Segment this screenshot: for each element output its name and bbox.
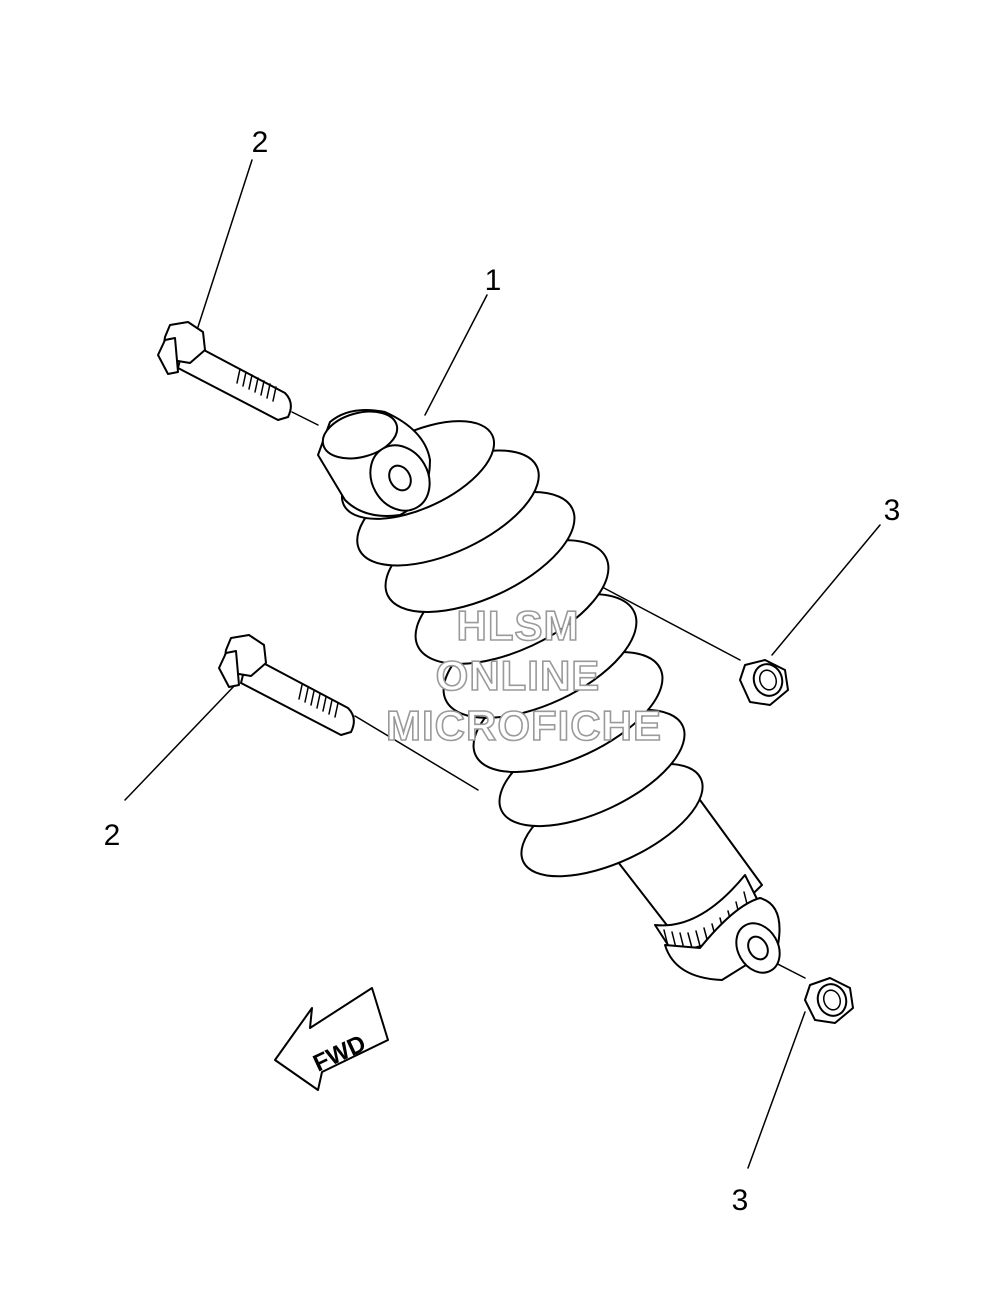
bolt-lower[interactable] <box>218 634 355 736</box>
shock-absorber[interactable] <box>317 401 789 981</box>
watermark-line-1: HLSM <box>457 602 580 649</box>
bolt-upper[interactable] <box>157 321 292 421</box>
callout-bolt-lower: 2 <box>104 819 121 852</box>
fwd-arrow: FWD <box>274 987 389 1091</box>
callout-shock-absorber: 1 <box>485 264 502 297</box>
watermark-line-2: ONLINE <box>436 652 601 699</box>
upper-eye <box>317 409 431 517</box>
lower-eye <box>664 897 781 981</box>
callout-nut-lower: 3 <box>732 1184 749 1217</box>
callout-nut-upper: 3 <box>884 494 901 527</box>
callout-bolt-upper: 2 <box>252 126 269 159</box>
watermark: HLSM ONLINE MICROFICHE <box>385 601 662 750</box>
nut-lower[interactable] <box>804 977 854 1024</box>
watermark-line-3: MICROFICHE <box>386 702 662 749</box>
callouts: 2 1 3 2 3 <box>104 126 901 1217</box>
nut-upper[interactable] <box>739 659 789 706</box>
